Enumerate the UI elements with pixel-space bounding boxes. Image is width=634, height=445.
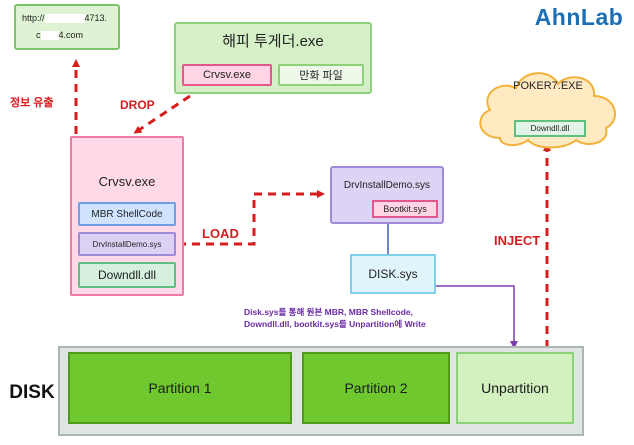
- partition-1: Partition 1: [68, 352, 292, 424]
- load-arrow: [178, 190, 325, 246]
- poker-title: POKER7.EXE: [513, 80, 583, 92]
- ahnlab-logo: AhnLab: [534, 3, 624, 30]
- leak-label: 정보 유출: [10, 97, 54, 109]
- drvinstalldemo-box: DrvInstallDemo.sys Bootkit.sys: [330, 166, 444, 224]
- crvsv-title: Crvsv.exe: [98, 173, 156, 189]
- url-line-1: http://4713.: [22, 13, 108, 24]
- happy-together-box: 해피 투게더.exe Crvsv.exe 만화 파일: [174, 22, 372, 94]
- happy-crvsv-label: Crvsv.exe: [182, 64, 272, 86]
- partition-2: Partition 2: [302, 352, 450, 424]
- disk-sys-box: DISK.sys: [350, 254, 436, 294]
- drop-label: DROP: [120, 98, 155, 112]
- write-arrow: [436, 285, 518, 349]
- mbr-shellcode-label: MBR ShellCode: [78, 202, 176, 226]
- load-label: LOAD: [202, 226, 239, 241]
- redaction-block: [40, 31, 59, 41]
- redaction-block: [44, 14, 85, 24]
- poker-downdll-label: Downdll.dll: [514, 120, 586, 137]
- drv-box-title: DrvInstallDemo.sys: [343, 179, 431, 191]
- crvsv-main-box: Crvsv.exe MBR ShellCode DrvInstallDemo.s…: [70, 136, 184, 296]
- happy-together-title: 해피 투게더.exe: [222, 32, 324, 50]
- downdll-label: Downdll.dll: [78, 262, 176, 288]
- disk-label: DISK: [9, 382, 55, 403]
- unpartition: Unpartition: [456, 352, 574, 424]
- happy-manhwa-label: 만화 파일: [278, 64, 364, 86]
- inject-label: INJECT: [494, 233, 541, 248]
- note-line-2: Downdll.dll, bootkit.sys를 Unpartition에 W…: [244, 319, 426, 329]
- write-note: Disk.sys를 통해 원본 MBR, MBR Shellcode, Down…: [244, 306, 484, 338]
- bootkit-label: Bootkit.sys: [372, 200, 438, 218]
- drop-arrow: [133, 94, 191, 134]
- note-line-1: Disk.sys를 통해 원본 MBR, MBR Shellcode,: [244, 307, 413, 317]
- drvinstalldemo-label: DrvInstallDemo.sys: [78, 232, 176, 256]
